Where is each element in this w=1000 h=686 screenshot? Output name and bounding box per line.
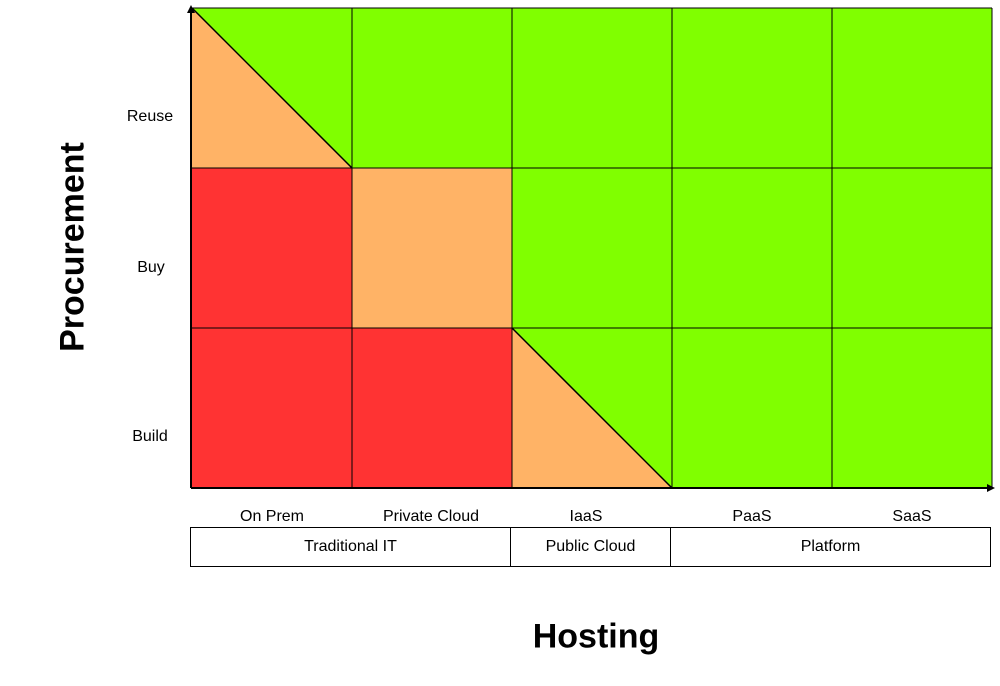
diagonal-reuse-onprem [191, 7, 353, 169]
cell-buy-saas [832, 168, 992, 328]
group-public-cloud: Public Cloud [510, 527, 671, 567]
col-label-privatecloud: Private Cloud [382, 508, 480, 525]
group-label: Traditional IT [304, 538, 397, 555]
cell-buy-paas [672, 168, 832, 328]
x-axis-title: Hosting [532, 617, 660, 656]
cell-build-paas [672, 328, 832, 488]
cell-build-saas [832, 328, 992, 488]
diagonal-build-iaas [511, 327, 673, 489]
cell-buy-onprem [192, 168, 352, 328]
col-label-paas: PaaS [732, 508, 772, 525]
cell-build-privatecloud [352, 328, 512, 488]
col-label-saas: SaaS [892, 508, 932, 525]
cell-build-onprem [192, 328, 352, 488]
cell-reuse-paas [672, 8, 832, 168]
cell-reuse-saas [832, 8, 992, 168]
cell-buy-iaas [512, 168, 672, 328]
cell-reuse-privatecloud [352, 8, 512, 168]
y-axis-arrowhead [187, 5, 195, 13]
cell-buy-privatecloud [352, 168, 512, 328]
group-label: Platform [800, 538, 861, 555]
group-label: Public Cloud [545, 538, 636, 555]
row-label-reuse: Reuse [126, 108, 174, 125]
x-axis-arrowhead [987, 484, 995, 492]
col-label-iaas: IaaS [569, 508, 603, 525]
group-platform: Platform [670, 527, 991, 567]
col-label-onprem: On Prem [239, 508, 305, 525]
row-label-build: Build [132, 428, 168, 445]
row-label-buy: Buy [137, 259, 165, 276]
group-traditional-it: Traditional IT [190, 527, 511, 567]
cell-reuse-iaas [512, 8, 672, 168]
